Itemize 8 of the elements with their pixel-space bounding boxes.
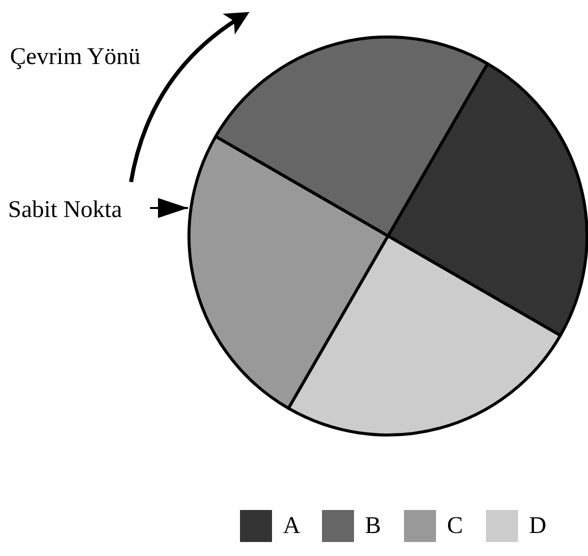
spinner-wheel (188, 36, 588, 436)
legend-label: D (529, 512, 546, 541)
direction-label: Çevrim Yönü (10, 43, 140, 72)
legend-label: A (283, 512, 300, 541)
legend-label: C (447, 512, 464, 541)
pointer-arrow (150, 198, 188, 218)
legend-label: B (365, 512, 382, 541)
pointer-label: Sabit Nokta (8, 195, 122, 225)
